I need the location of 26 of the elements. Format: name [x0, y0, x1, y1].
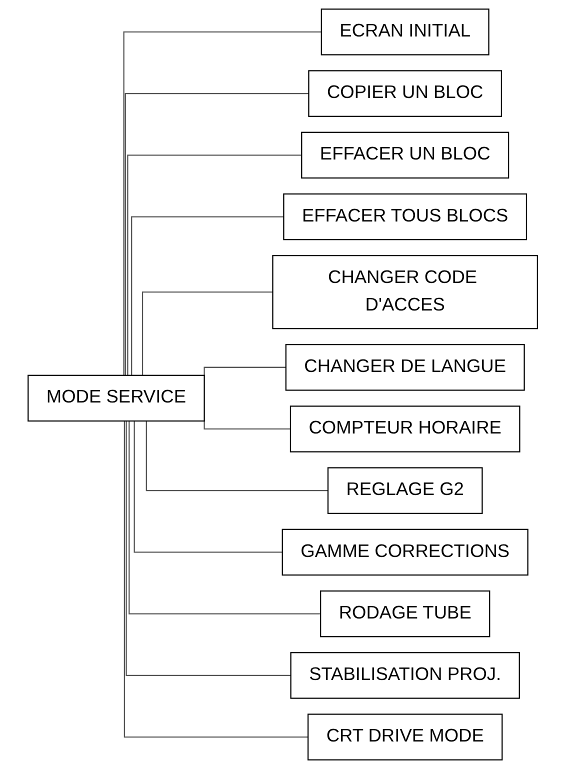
node-box — [300, 132, 509, 179]
connector — [203, 420, 290, 430]
connector — [124, 421, 308, 738]
connector — [130, 216, 284, 376]
tree-diagram: MODE SERVICE ECRAN INITIAL COPIER UN BLOC EFFACER UN BLOC EFFACER TOUS BLOCS CHANGER CODE D'ACCES CHANGER DE LANGUE COMPTEUR HORAIRE REGLAGE G2 GAMME CORRECTIONS RODAGE TUBE STABILISATION PROJ. CRT DRIVE MODE — [18, 0, 546, 769]
node-box — [282, 528, 528, 576]
connector — [125, 421, 291, 676]
node-box — [320, 8, 490, 56]
connector — [122, 31, 322, 376]
connector — [142, 292, 272, 376]
node-box — [320, 590, 490, 638]
connector — [146, 421, 328, 492]
node-box — [27, 374, 205, 422]
node-box — [327, 467, 482, 514]
connector — [133, 421, 282, 553]
node-box — [272, 255, 538, 330]
connector — [128, 421, 320, 614]
node-box — [308, 70, 502, 117]
connector — [124, 92, 308, 376]
node-box — [285, 344, 525, 391]
node-box — [307, 714, 502, 760]
node-box — [290, 652, 520, 699]
node-box — [282, 193, 527, 240]
connector — [203, 366, 286, 376]
node-box — [290, 406, 520, 452]
connector — [126, 154, 302, 376]
